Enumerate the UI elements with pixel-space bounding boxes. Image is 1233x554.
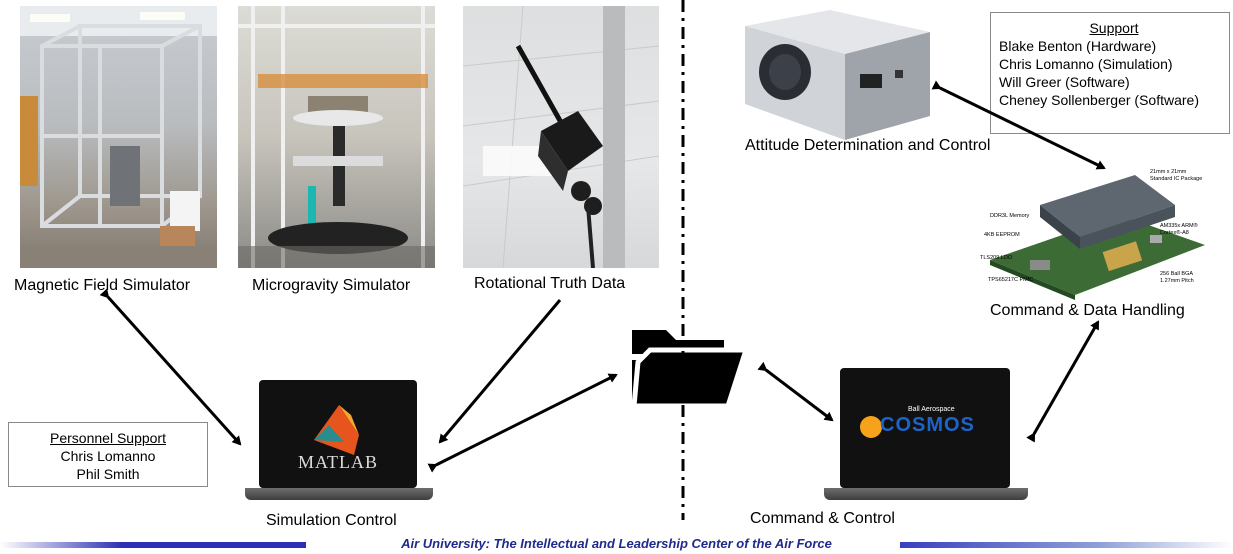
cosmos-logo-text: COSMOS bbox=[880, 414, 975, 436]
arrow-magnetic-sim bbox=[99, 288, 242, 446]
support-item: Blake Benton (Hardware) bbox=[999, 38, 1157, 54]
attitude-determination-device-photo bbox=[735, 4, 935, 140]
arrow-command-cdh bbox=[1026, 320, 1100, 443]
ball-aerospace-text: Ball Aerospace bbox=[908, 406, 955, 413]
rotational-truth-data-photo bbox=[463, 6, 659, 268]
rotational-truth-data-caption: Rotational Truth Data bbox=[474, 275, 626, 292]
microgravity-simulator-caption: Microgravity Simulator bbox=[252, 277, 411, 294]
personnel-item: Chris Lomanno bbox=[60, 448, 156, 464]
support-item: Chris Lomanno (Simulation) bbox=[999, 56, 1173, 72]
simulation-control-caption: Simulation Control bbox=[266, 512, 397, 529]
folder-icon bbox=[628, 322, 748, 412]
footer-bar-left bbox=[0, 542, 306, 548]
magnetic-field-simulator-photo bbox=[20, 6, 217, 268]
chip-arm-label: AM335x ARM® Cortex®-A8 bbox=[1160, 223, 1198, 236]
chip-ddr-label: DDR3L Memory bbox=[990, 213, 1030, 219]
personnel-item: Phil Smith bbox=[76, 466, 140, 482]
arrow-attitude-cdh bbox=[931, 80, 1106, 170]
footer-text: Air University: The Intellectual and Lea… bbox=[401, 536, 832, 551]
chip-package-label: 21mm x 21mm Standard IC Package bbox=[1150, 169, 1203, 182]
arrow-sim-folder bbox=[427, 373, 618, 473]
chip-pmic-label: TPS65217C PMIC bbox=[988, 277, 1034, 283]
simulation-laptop: MATLAB bbox=[245, 380, 435, 510]
attitude-determination-caption: Attitude Determination and Control bbox=[745, 137, 991, 154]
arrow-rotational-sim bbox=[438, 299, 562, 444]
arrow-folder-command bbox=[757, 361, 834, 422]
footer-bar-right bbox=[900, 542, 1233, 548]
support-title: Support bbox=[1089, 20, 1139, 36]
chip-ldo-label: TLS209 LDO bbox=[980, 255, 1013, 261]
chip-bga-label: 256 Ball BGA 1.27mm Pitch bbox=[1160, 271, 1194, 284]
command-data-handling-chip-photo: 21mm x 21mm Standard IC Package DDR3L Me… bbox=[970, 165, 1205, 300]
command-data-handling-caption: Command & Data Handling bbox=[990, 302, 1185, 319]
command-control-caption: Command & Control bbox=[750, 510, 895, 527]
matlab-logo-text: MATLAB bbox=[297, 452, 378, 472]
command-laptop: Ball Aerospace COSMOS bbox=[824, 368, 1030, 508]
microgravity-simulator-photo bbox=[238, 6, 435, 268]
cosmos-logo-icon bbox=[860, 416, 882, 438]
chip-eeprom-label: 4KB EEPROM bbox=[984, 232, 1020, 238]
